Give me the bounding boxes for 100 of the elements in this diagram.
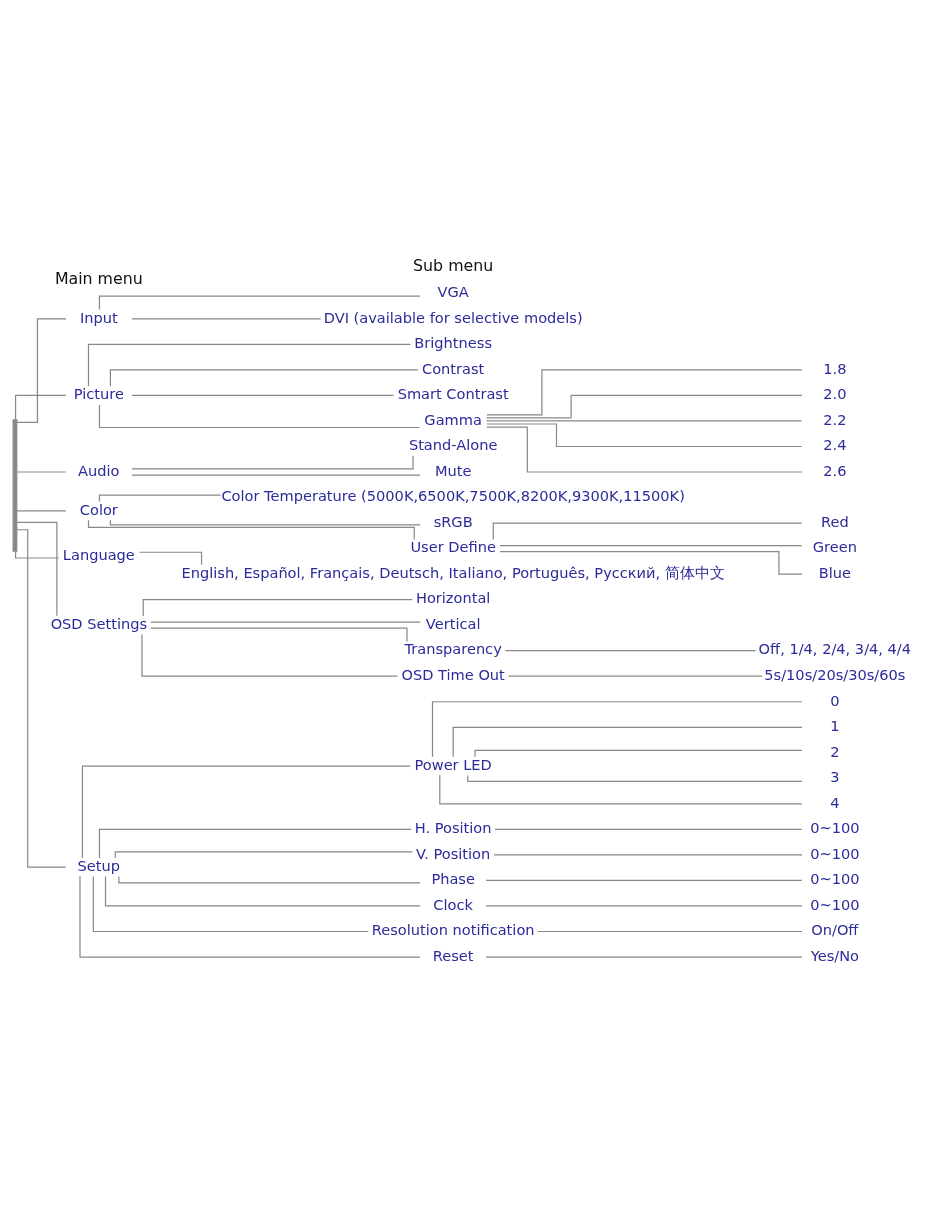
node-text: Contrast xyxy=(422,359,485,377)
node-text: Clock xyxy=(433,895,473,913)
connector xyxy=(499,544,803,546)
node-text: H. Position xyxy=(414,818,492,836)
node-text: Red xyxy=(821,512,849,530)
connector xyxy=(508,675,763,677)
connector xyxy=(492,521,803,540)
node-text: Input xyxy=(79,308,118,326)
node-text: Gamma xyxy=(424,410,482,428)
connector xyxy=(486,419,803,422)
node-bar xyxy=(12,418,18,552)
connector xyxy=(16,317,67,423)
node-text: Power LED xyxy=(414,755,492,773)
connector xyxy=(485,879,803,881)
node-text: Horizontal xyxy=(415,588,491,606)
node-text: Reset xyxy=(432,946,474,964)
label: Main menu xyxy=(54,268,143,288)
connector xyxy=(150,621,421,623)
node-text: 0 xyxy=(830,691,840,709)
connector xyxy=(14,550,60,559)
node-text: 0~100 xyxy=(810,895,860,913)
label: Sub menu xyxy=(413,255,494,275)
node-text: 5s/10s/20s/30s/60s xyxy=(764,665,906,683)
node-text: DVI (available for selective models) xyxy=(323,308,583,326)
connector xyxy=(486,368,803,415)
node-text: Audio xyxy=(78,461,120,479)
node-text: Language xyxy=(62,545,135,563)
connector xyxy=(81,765,411,858)
node-text: Brightness xyxy=(414,333,492,351)
node-text: 0~100 xyxy=(810,818,860,836)
node-text: Green xyxy=(812,537,857,555)
node-text: sRGB xyxy=(433,512,473,530)
connector xyxy=(118,875,421,883)
node-text: User Define xyxy=(410,537,496,555)
connector xyxy=(494,828,803,830)
connector xyxy=(486,422,803,447)
node-text: Setup xyxy=(77,856,121,874)
node-text: 0~100 xyxy=(810,844,860,862)
node-text: Picture xyxy=(73,384,124,402)
node-text: 1 xyxy=(830,716,840,734)
connector xyxy=(131,394,395,396)
connector xyxy=(131,473,421,476)
node-text: 2.4 xyxy=(823,435,847,453)
connector xyxy=(16,509,67,512)
node-text: English, Español, Français, Deutsch, Italiano, Português, Русский, 简体中文 xyxy=(181,563,725,581)
connector xyxy=(16,470,67,473)
node-text: Smart Contrast xyxy=(397,384,509,402)
connector xyxy=(474,749,803,757)
connector xyxy=(499,550,803,575)
connector xyxy=(87,519,415,540)
connector xyxy=(87,343,412,387)
connector xyxy=(16,528,67,868)
node-text: Vertical xyxy=(425,614,481,632)
connector xyxy=(431,700,803,757)
node-text: 3 xyxy=(830,767,840,785)
node-text: VGA xyxy=(437,282,469,300)
connector xyxy=(98,828,412,859)
connector xyxy=(141,633,399,677)
node-text: 1.8 xyxy=(823,359,847,377)
node-text: 2.0 xyxy=(823,384,847,402)
connector xyxy=(109,368,419,387)
node-text: Transparency xyxy=(404,639,502,657)
connector xyxy=(109,519,421,525)
node-text: OSD Time Out xyxy=(401,665,505,683)
connector xyxy=(537,930,803,932)
connector xyxy=(142,598,413,617)
node-text: Off, 1/4, 2/4, 3/4, 4/4 xyxy=(758,639,912,657)
node-text: Color Temperature (5000K,6500K,7500K,8200K,9300K,11500K) xyxy=(221,486,685,504)
node-text: 2.2 xyxy=(823,410,847,428)
connector xyxy=(486,425,803,473)
node-text: Mute xyxy=(434,461,472,479)
connector xyxy=(485,904,803,907)
node-text: Phase xyxy=(431,869,475,887)
node-text: Resolution notification xyxy=(371,920,535,938)
node-text: 4 xyxy=(830,793,840,811)
connector xyxy=(467,774,803,782)
connector xyxy=(131,454,414,470)
node-text: V. Position xyxy=(416,844,491,862)
connector xyxy=(485,955,803,958)
connector xyxy=(439,774,803,804)
connector xyxy=(98,403,421,428)
connector xyxy=(98,494,222,502)
connector xyxy=(131,317,322,319)
connector xyxy=(452,726,803,757)
connector xyxy=(104,875,421,907)
node-text: 0~100 xyxy=(810,869,860,887)
node-text: On/Off xyxy=(811,920,859,938)
connector xyxy=(92,875,369,932)
connector xyxy=(114,850,414,858)
node-text: 2.6 xyxy=(823,461,847,479)
connector xyxy=(16,521,58,616)
connector xyxy=(493,853,803,855)
connector xyxy=(14,394,67,420)
node-text: Yes/No xyxy=(810,946,859,964)
connector xyxy=(79,875,421,958)
node-text: Color xyxy=(79,500,118,518)
connector xyxy=(150,627,408,642)
node-text: 2 xyxy=(830,742,840,760)
connector xyxy=(486,394,803,419)
node-text: OSD Settings xyxy=(50,614,148,632)
